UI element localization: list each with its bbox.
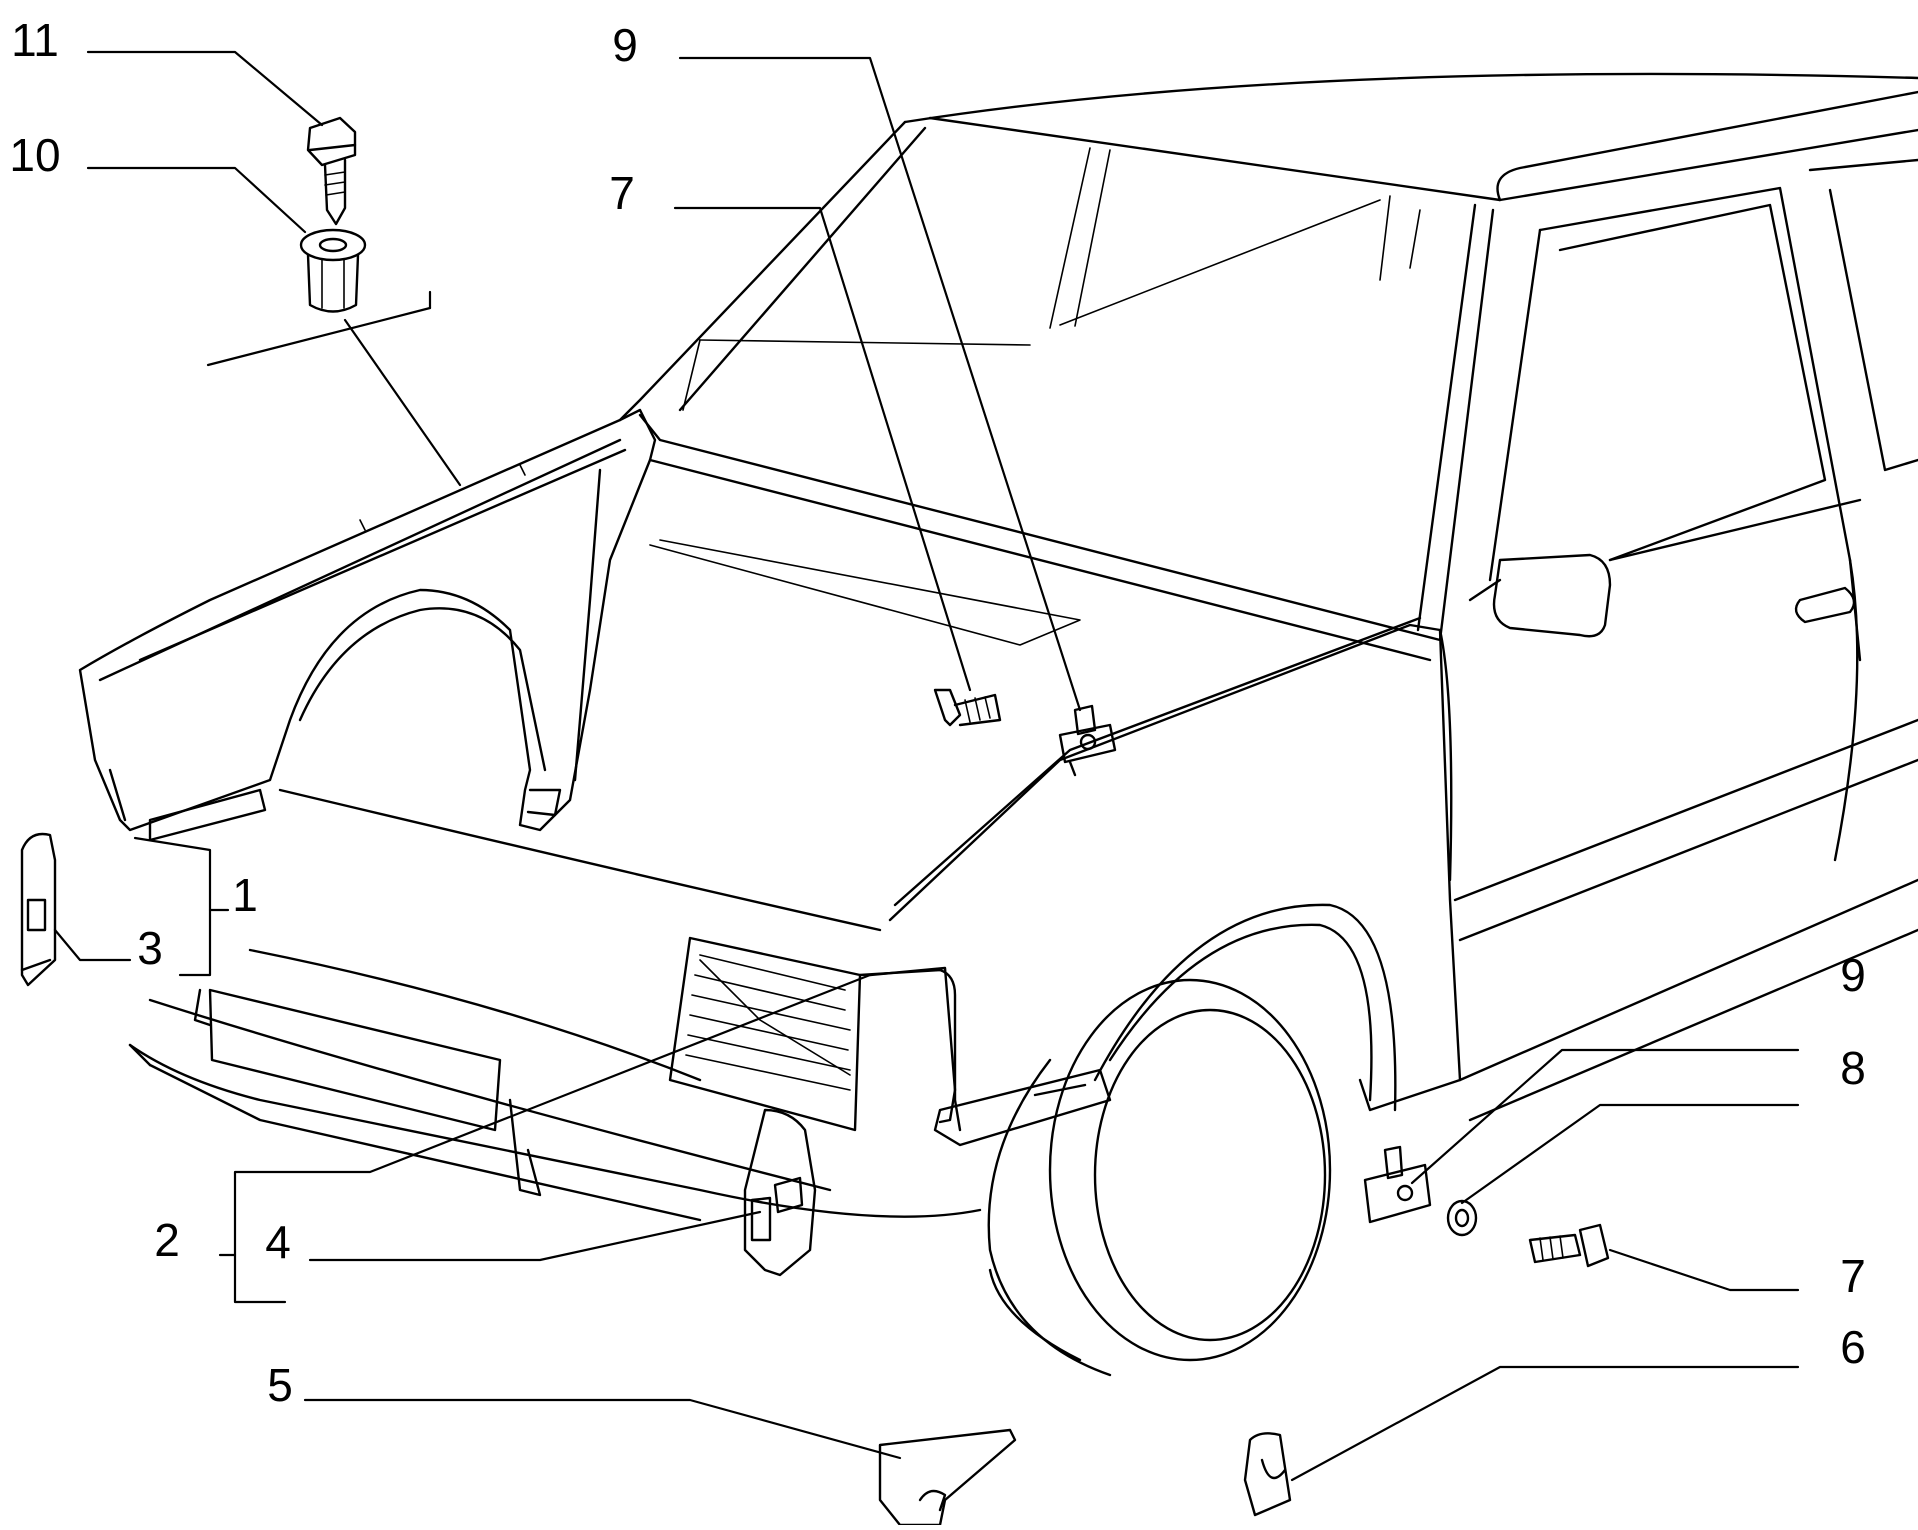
callout-8: 8	[1840, 1042, 1866, 1094]
bracket-part-3	[20, 832, 57, 987]
callout-7-top: 7	[609, 167, 635, 219]
callout-2: 2	[154, 1214, 180, 1266]
bracket-part-4	[743, 1108, 817, 1277]
callout-5: 5	[267, 1359, 293, 1411]
clip-part-6	[1243, 1432, 1292, 1517]
callout-9-top: 9	[612, 19, 638, 71]
leader-lines	[53, 50, 1800, 1482]
callout-9-right: 9	[1840, 949, 1866, 1001]
callout-10: 10	[9, 129, 61, 181]
callout-7-right: 7	[1840, 1250, 1866, 1302]
washer-part-8	[1446, 1199, 1478, 1237]
fender-panel	[78, 408, 657, 842]
clip-nut-part-9-center	[1058, 704, 1117, 777]
front-panel-part-2	[868, 966, 957, 1124]
callout-11: 11	[11, 14, 59, 66]
callout-6: 6	[1840, 1321, 1866, 1373]
bolt-part-7-right	[1528, 1223, 1610, 1268]
grommet-part-10	[299, 228, 367, 313]
callout-1: 1	[232, 869, 258, 921]
screw-part-11	[306, 116, 357, 226]
clip-nut-part-9-right	[1363, 1145, 1432, 1224]
callout-4: 4	[265, 1216, 291, 1268]
callout-3: 3	[137, 922, 163, 974]
car-body-outline	[128, 72, 1918, 1377]
bolt-part-7-center	[933, 688, 1002, 727]
clip-part-5	[878, 1428, 1017, 1527]
